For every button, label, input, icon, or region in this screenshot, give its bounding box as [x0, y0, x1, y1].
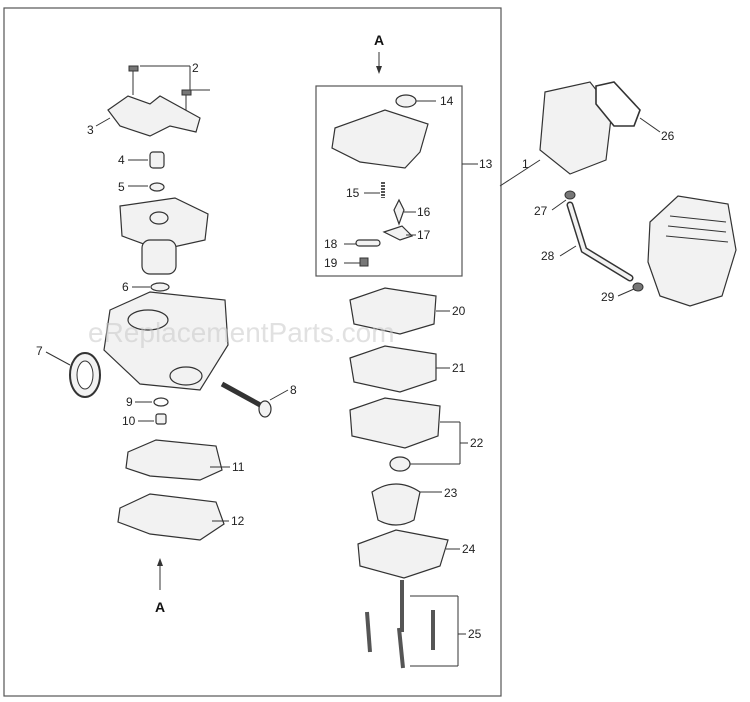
section-mark-top: A [374, 32, 384, 48]
callout-24: 24 [462, 542, 476, 556]
part-11-gasket [125, 439, 223, 481]
part-3-bracket [107, 95, 201, 137]
callout-17: 17 [417, 228, 431, 242]
callout-14: 14 [440, 94, 454, 108]
part-13-cover [331, 109, 429, 169]
watermark: eReplacementParts.com [88, 317, 395, 348]
part-9-oring [153, 397, 169, 407]
carb-upper-body [119, 197, 209, 275]
callout-22: 22 [470, 436, 484, 450]
callout-16: 16 [417, 205, 431, 219]
section-mark-bottom: A [155, 599, 165, 615]
part-12-diaphragm [117, 493, 225, 541]
callout-15: 15 [346, 186, 360, 200]
callout-19: 19 [324, 256, 338, 270]
callouts: 1 2 3 4 5 6 7 8 9 10 11 12 13 14 15 16 1… [36, 61, 675, 641]
part-28-fuel-line [566, 201, 634, 282]
part-23-primer-bulb [371, 483, 421, 526]
callout-27: 27 [534, 204, 548, 218]
callout-11: 11 [232, 460, 245, 474]
callout-28: 28 [541, 249, 555, 263]
part-16-needle [393, 198, 405, 226]
part-21-diaphragm [349, 345, 437, 393]
callout-29: 29 [601, 290, 615, 304]
part-25-screws [365, 580, 435, 669]
part-17-lever [382, 225, 414, 241]
callout-21: 21 [452, 361, 466, 375]
callout-12: 12 [231, 514, 245, 528]
callout-9: 9 [126, 395, 133, 409]
callout-3: 3 [87, 123, 94, 137]
part-8-screw [220, 381, 272, 418]
part-10-valve [155, 413, 167, 425]
part-24-plate [357, 529, 449, 579]
part-18-pin [355, 239, 381, 247]
callout-10: 10 [122, 414, 136, 428]
callout-1: 1 [522, 157, 529, 171]
part-5-washer [149, 182, 165, 192]
callout-13: 13 [479, 157, 493, 171]
callout-8: 8 [290, 383, 297, 397]
part-1-carburetor [539, 81, 613, 175]
carb-main-body [103, 291, 229, 391]
callout-25: 25 [468, 627, 482, 641]
part-28-fuel-line-inner [568, 203, 632, 280]
part-26-gasket [595, 81, 641, 127]
callout-2: 2 [192, 61, 199, 75]
engine-block [647, 195, 737, 307]
subassembly-box [315, 85, 463, 277]
diagram-frame [3, 7, 502, 697]
part-6-ring [150, 282, 170, 292]
callout-26: 26 [661, 129, 675, 143]
callout-23: 23 [444, 486, 458, 500]
part-22-cover [349, 397, 441, 472]
callout-6: 6 [122, 280, 129, 294]
callout-7: 7 [36, 344, 43, 358]
part-29-clamp [632, 282, 644, 292]
part-20-gasket [349, 287, 437, 335]
part-19-screw [359, 257, 369, 267]
callout-5: 5 [118, 180, 125, 194]
part-7-gasket [69, 352, 101, 398]
leader-lines [45, 65, 661, 667]
part-14-screen [395, 94, 417, 108]
part-27-clamp [564, 190, 576, 200]
callout-20: 20 [452, 304, 466, 318]
part-4-fitting [149, 151, 165, 169]
callout-18: 18 [324, 237, 338, 251]
callout-4: 4 [118, 153, 125, 167]
